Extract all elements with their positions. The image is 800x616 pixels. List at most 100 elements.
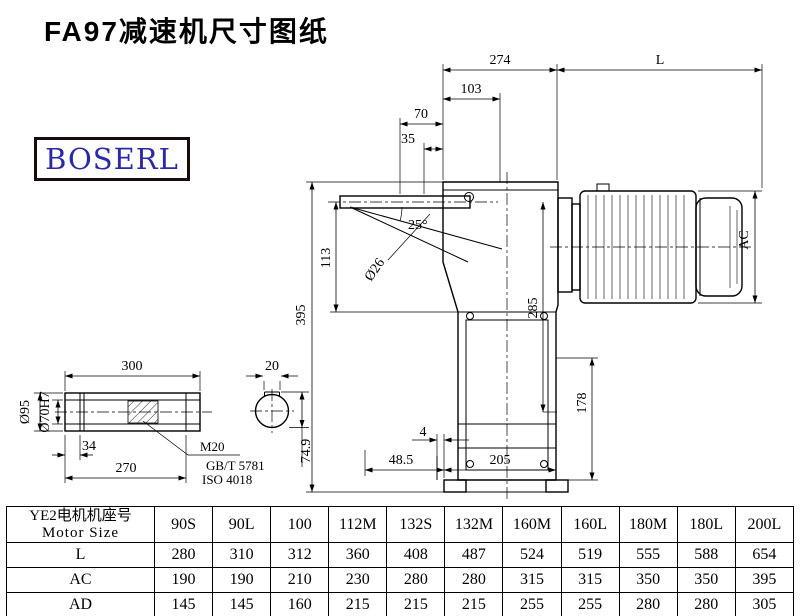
dim-395-label: 395	[294, 305, 309, 326]
value-cell: 555	[618, 542, 678, 568]
value-cell: 255	[560, 592, 620, 616]
size-header-cell: 132M	[444, 506, 504, 543]
dim-103-label: 103	[461, 82, 482, 97]
dim-270-label: 270	[116, 461, 137, 476]
dim-20-label: 20	[265, 359, 279, 374]
value-cell: 312	[270, 542, 330, 568]
value-cell: 310	[212, 542, 272, 568]
output-shaft	[339, 195, 471, 209]
value-cell: 280	[153, 542, 214, 568]
dim-35-label: 35	[401, 132, 415, 147]
value-cell: 215	[386, 592, 446, 616]
value-cell: 395	[734, 567, 795, 593]
row-label-cell: AC	[6, 567, 155, 593]
dim-4-label: 4	[420, 425, 427, 440]
dim-AC-label: AC	[737, 230, 752, 249]
dim-178-label: 178	[575, 393, 590, 414]
value-cell: 190	[153, 567, 214, 593]
value-cell: 215	[328, 592, 388, 616]
note-m20: M20	[200, 439, 225, 454]
value-cell: 305	[734, 592, 795, 616]
dim-phi26-label: Ø26	[362, 256, 388, 284]
table-header-label-cell: YE2电机机座号 Motor Size	[6, 506, 155, 543]
main-view-dimensions: 274 L 103 70 35 25° Ø26 113 395 285 AC 1…	[294, 53, 763, 493]
dim-34-label: 34	[82, 439, 96, 454]
dim-274-label: 274	[490, 53, 511, 68]
top-bolt-hole	[464, 192, 474, 202]
note-gbt-5781: GB/T 5781	[206, 458, 265, 473]
table-header-en: Motor Size	[41, 524, 120, 541]
angle-25-label: 25°	[408, 218, 428, 233]
value-cell: 280	[676, 592, 736, 616]
value-cell: 315	[560, 567, 620, 593]
dim-113-label: 113	[319, 248, 334, 268]
shaft-detail-view: 300 34 270 Ø95 Ø70H7 M20 GB/T 5781 ISO 4…	[18, 359, 265, 487]
value-cell: 350	[676, 567, 736, 593]
value-cell: 280	[618, 592, 678, 616]
dim-phi70h7-label: Ø70H7	[38, 391, 53, 432]
size-header-cell: 90L	[212, 506, 272, 543]
value-cell: 255	[502, 592, 562, 616]
value-cell: 350	[618, 567, 678, 593]
dim-48-5-label: 48.5	[389, 453, 414, 468]
value-cell: 145	[153, 592, 214, 616]
value-cell: 408	[386, 542, 446, 568]
dim-70-label: 70	[414, 107, 428, 122]
size-header-cell: 160L	[560, 506, 620, 543]
bolt-hole	[540, 460, 548, 468]
bore-section-view: 20 74.9	[246, 359, 314, 467]
eyebolt	[596, 183, 610, 192]
motor-outline	[557, 183, 743, 304]
value-cell: 487	[444, 542, 504, 568]
foot	[545, 479, 569, 493]
bolt-hole	[466, 460, 474, 468]
value-cell: 519	[560, 542, 620, 568]
bolt-hole	[540, 312, 548, 320]
size-header-cell: 132S	[386, 506, 446, 543]
note-iso-4018: ISO 4018	[202, 472, 252, 487]
dim-205-label: 205	[490, 453, 511, 468]
foot	[443, 479, 467, 493]
value-cell: 145	[212, 592, 272, 616]
row-label-cell: AD	[6, 592, 155, 616]
table-header-cn: YE2电机机座号	[29, 507, 132, 524]
value-cell: 215	[444, 592, 504, 616]
value-cell: 160	[270, 592, 330, 616]
logo-text: BOSERL	[45, 142, 179, 176]
size-header-cell: 180L	[676, 506, 736, 543]
value-cell: 588	[676, 542, 736, 568]
value-cell: 230	[328, 567, 388, 593]
value-cell: 315	[502, 567, 562, 593]
value-cell: 654	[734, 542, 795, 568]
boserl-logo: BOSERL	[34, 137, 190, 181]
technical-drawing: 274 L 103 70 35 25° Ø26 113 395 285 AC 1…	[18, 53, 763, 500]
value-cell: 360	[328, 542, 388, 568]
size-header-cell: 160M	[502, 506, 562, 543]
dim-285-label: 285	[526, 298, 541, 319]
dim-L-label: L	[656, 53, 665, 68]
size-header-cell: 112M	[328, 506, 388, 543]
fan-cover	[695, 197, 743, 297]
dim-300-label: 300	[122, 359, 143, 374]
dim-74-9-label: 74.9	[299, 439, 314, 464]
value-cell: 524	[502, 542, 562, 568]
dim-phi95-label: Ø95	[18, 400, 33, 424]
value-cell: 280	[444, 567, 504, 593]
bolt-hole	[466, 312, 474, 320]
value-cell: 280	[386, 567, 446, 593]
value-cell: 190	[212, 567, 272, 593]
size-header-cell: 100	[270, 506, 330, 543]
value-cell: 210	[270, 567, 330, 593]
keyway-hatch	[127, 400, 159, 424]
row-label-cell: L	[6, 542, 155, 568]
page-title: FA97减速机尺寸图纸	[44, 16, 329, 47]
size-header-cell: 200L	[734, 506, 795, 543]
gearbox-outline	[328, 172, 754, 500]
